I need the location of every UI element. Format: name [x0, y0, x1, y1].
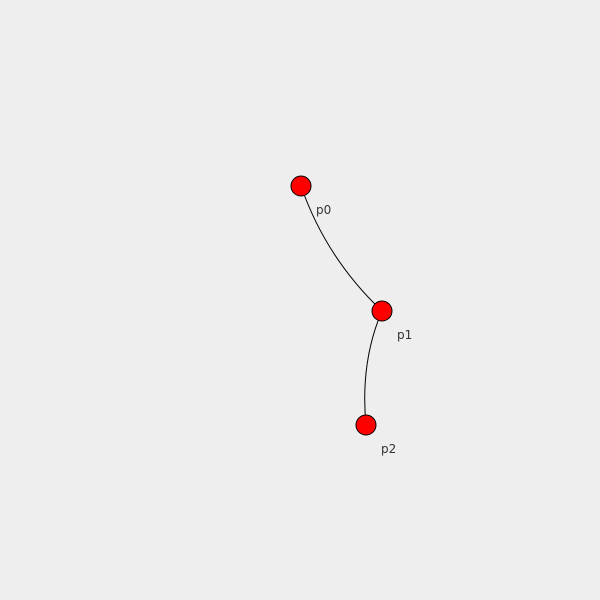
control-point-p1[interactable]	[371, 300, 393, 322]
point-label-p1: p1	[397, 328, 412, 342]
curve-segment-p0-p1	[300, 185, 383, 312]
control-point-p0[interactable]	[290, 175, 312, 197]
control-point-p2[interactable]	[355, 414, 377, 436]
curve-segment-p1-p2	[364, 310, 383, 426]
point-label-p2: p2	[381, 442, 396, 456]
point-label-p0: p0	[316, 203, 331, 217]
